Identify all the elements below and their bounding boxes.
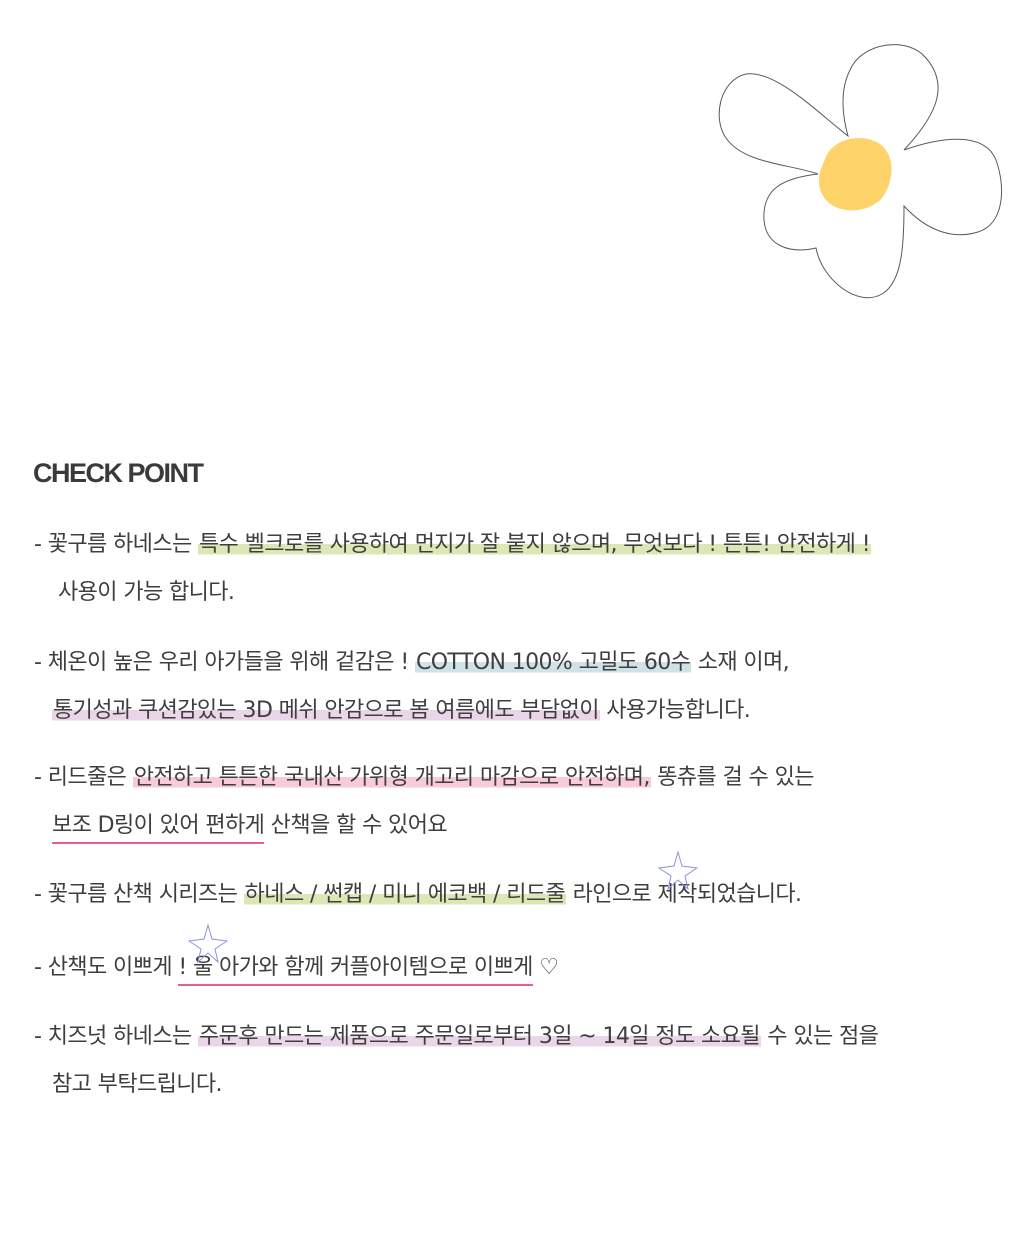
line-text: - 체온이 높은 우리 아가들을 위해 겉감은 !: [34, 650, 415, 675]
flower-center: [819, 138, 892, 211]
line-text: 사용이 가능 합니다.: [58, 580, 235, 605]
check-point-line: - 리드줄은 안전하고 튼튼한 국내산 가위형 개고리 마감으로 안전하며, 똥…: [34, 763, 814, 793]
line-text: 똥츄를 걸 수 있는: [650, 765, 814, 790]
highlighted-text: COTTON 100% 고밀도 60수: [414, 650, 692, 675]
line-text: 수 있는 점을: [760, 1024, 879, 1049]
daisy-flower-icon: [718, 44, 1002, 299]
line-text: 산책을 할 수 있어요: [264, 813, 448, 838]
check-point-line: 참고 부탁드립니다.: [52, 1070, 223, 1100]
sparkle-star-icon: [658, 850, 698, 890]
underlined-text: 보조 D링이 있어 편하게: [52, 813, 265, 844]
check-point-line: - 체온이 높은 우리 아가들을 위해 겉감은 ! COTTON 100% 고밀…: [34, 648, 790, 678]
line-text: 참고 부탁드립니다.: [52, 1072, 223, 1097]
line-text: - 꽃구름 산책 시리즈는: [34, 882, 244, 907]
highlighted-text: 통기성과 쿠션감있는 3D 메쉬 안감으로 봄 여름에도 부담없이: [52, 698, 600, 723]
line-text: 사용가능합니다.: [599, 698, 751, 723]
line-text: - 산책도 이쁘게: [34, 955, 179, 980]
line-text: ♡: [532, 955, 559, 980]
line-text: - 꽃구름 하네스는: [34, 532, 198, 557]
page-heading: CHECK POINT: [33, 458, 204, 488]
check-point-line: 보조 D링이 있어 편하게 산책을 할 수 있어요: [52, 811, 448, 844]
highlighted-text: 하네스 / 썬캡 / 미니 에코백 / 리드줄: [243, 882, 567, 907]
check-point-line: 사용이 가능 합니다.: [58, 578, 235, 608]
highlighted-text: 주문후 만드는 제품으로 주문일로부터 3일 ~ 14일 정도 소요될: [198, 1024, 761, 1049]
line-text: - 리드줄은: [34, 765, 133, 790]
sparkle-star-icon: [188, 923, 228, 963]
check-point-line: - 치즈넛 하네스는 주문후 만드는 제품으로 주문일로부터 3일 ~ 14일 …: [34, 1022, 879, 1052]
check-point-line: - 산책도 이쁘게 ! 울 아가와 함께 커플아이템으로 이쁘게 ♡: [34, 953, 559, 986]
check-point-line: - 꽃구름 하네스는 특수 벨크로를 사용하여 먼지가 잘 붙지 않으며, 무엇…: [34, 530, 871, 560]
line-text: - 치즈넛 하네스는: [34, 1024, 198, 1049]
check-point-line: - 꽃구름 산책 시리즈는 하네스 / 썬캡 / 미니 에코백 / 리드줄 라인…: [34, 880, 802, 910]
highlighted-text: 안전하고 튼튼한 국내산 가위형 개고리 마감으로 안전하며,: [132, 765, 651, 790]
underlined-text: ! 울 아가와 함께 커플아이템으로 이쁘게: [178, 955, 533, 986]
check-point-line: 통기성과 쿠션감있는 3D 메쉬 안감으로 봄 여름에도 부담없이 사용가능합니…: [52, 696, 751, 726]
highlighted-text: 특수 벨크로를 사용하여 먼지가 잘 붙지 않으며, 무엇보다 ! 튼튼! 안전…: [198, 532, 871, 557]
line-text: 소재 이며,: [691, 650, 790, 675]
